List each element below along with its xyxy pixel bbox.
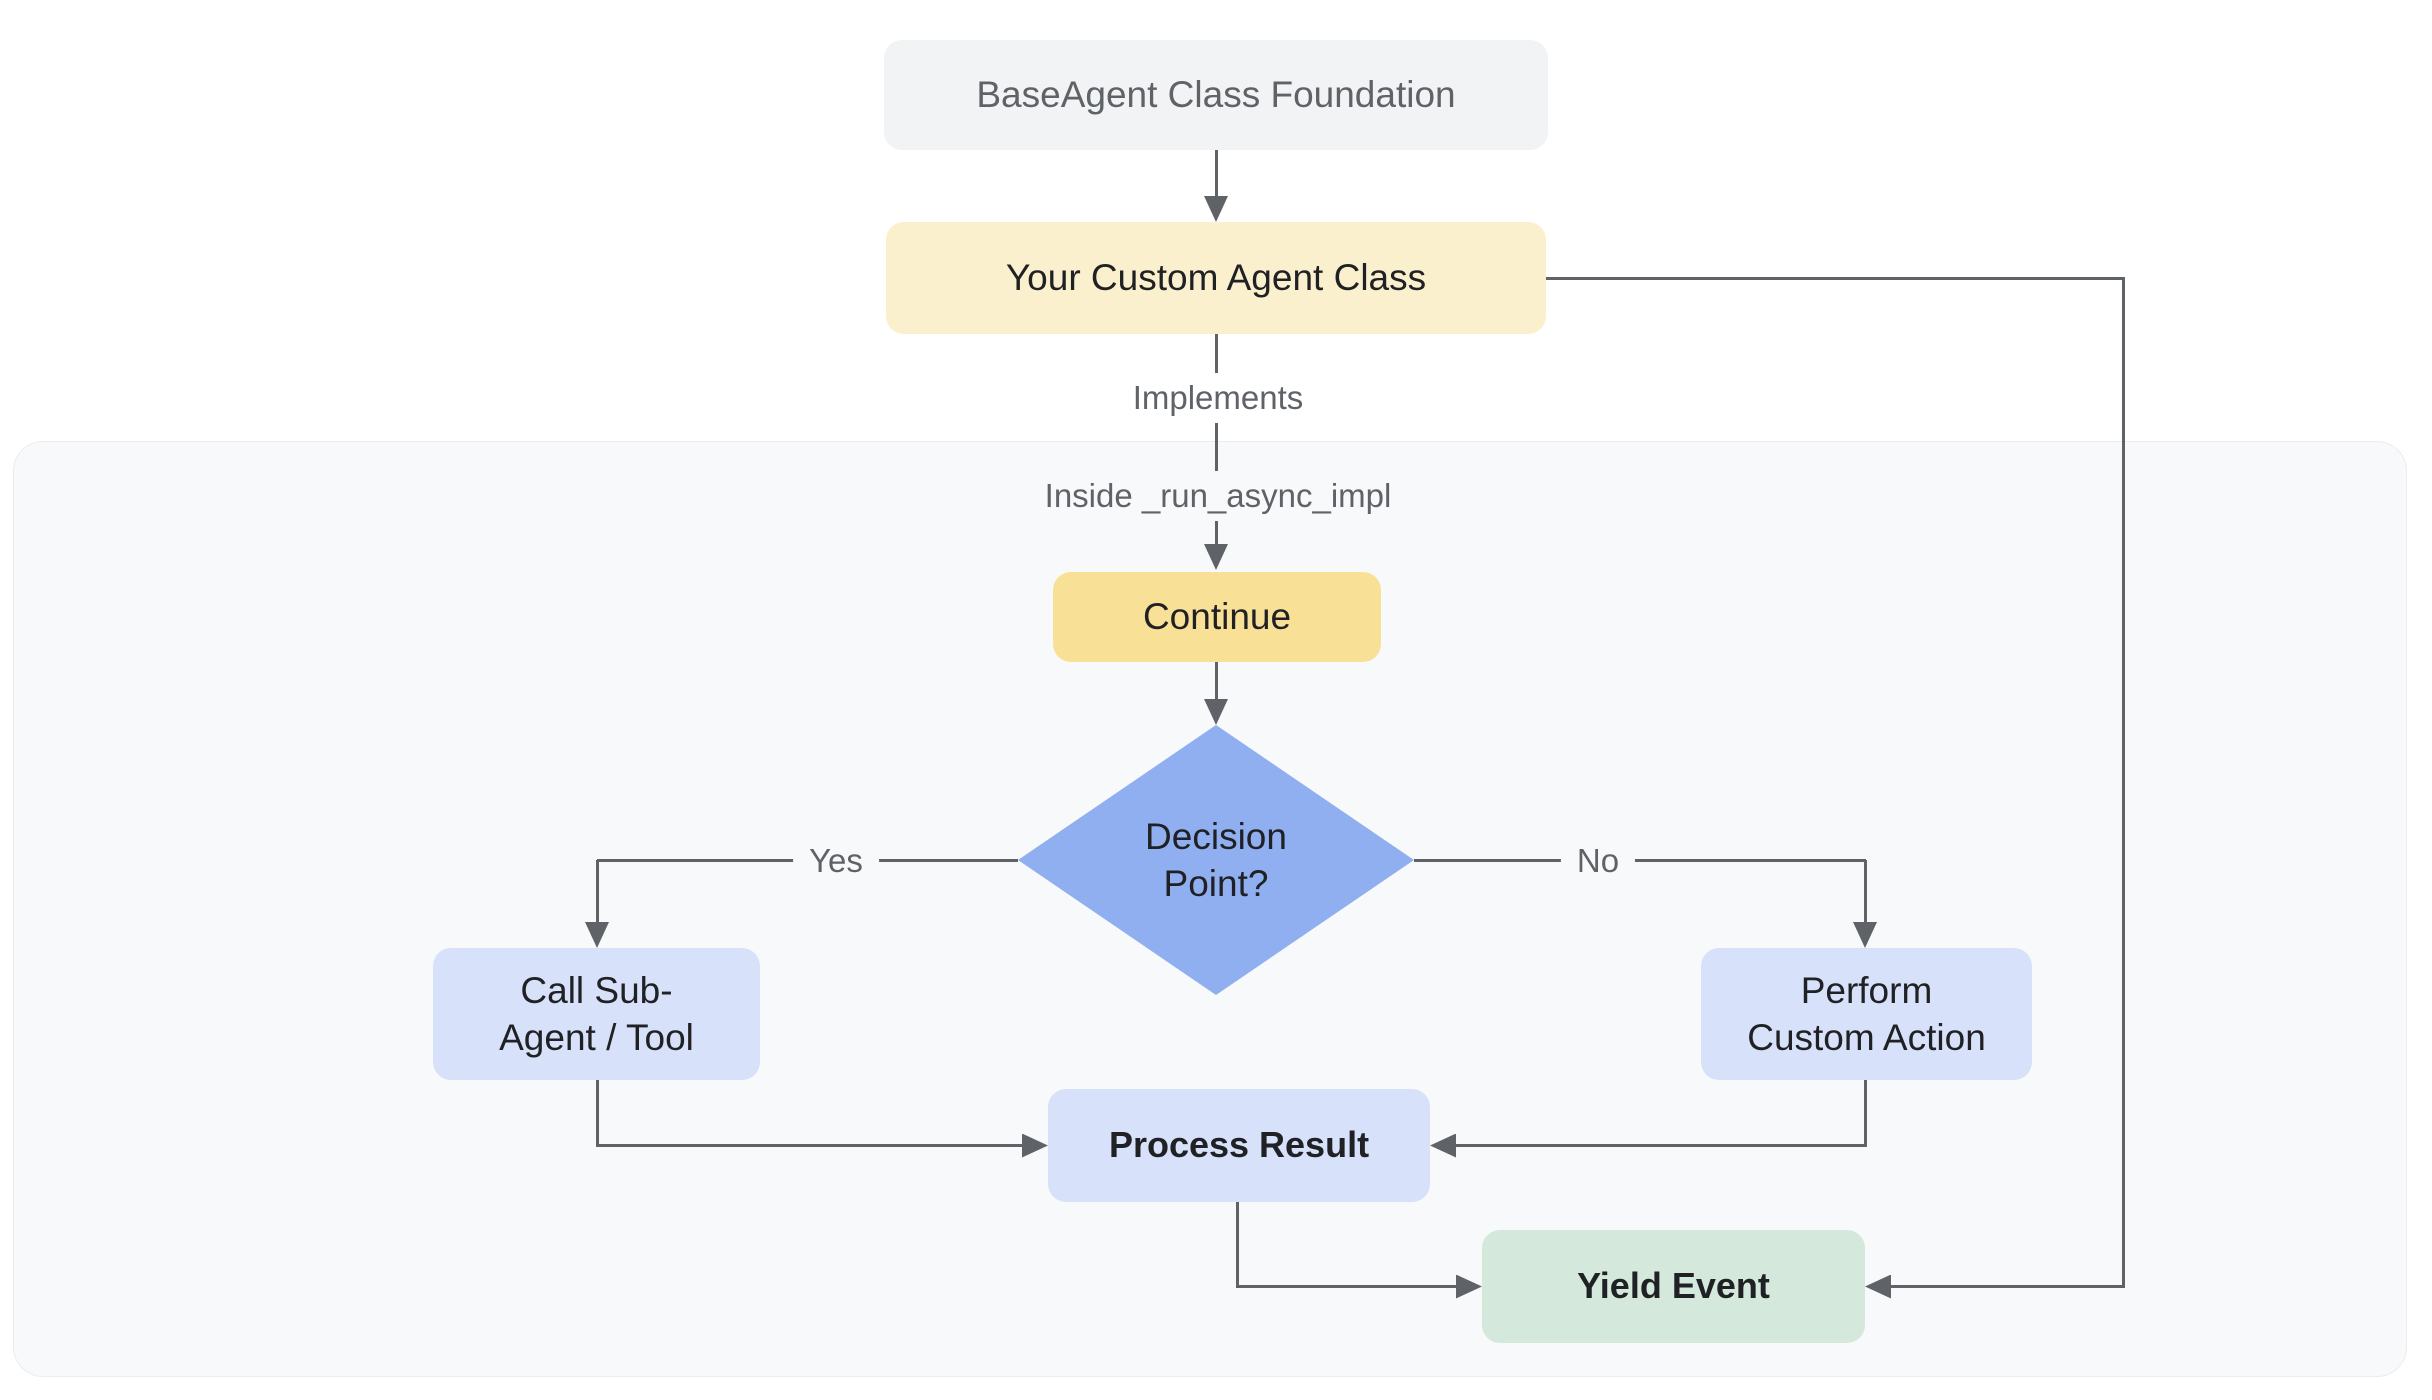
- node-process-result: Process Result: [1048, 1089, 1430, 1202]
- edge-label-yes: Yes: [793, 836, 879, 886]
- edge-custom-to-yield-bottom: [1889, 1284, 2122, 1288]
- edge-custom-to-yield-top: [1546, 276, 2124, 280]
- edge-continue-to-decision: [1214, 662, 1218, 702]
- node-base-agent-foundation: BaseAgent Class Foundation: [884, 40, 1548, 150]
- edge-base-to-custom: [1214, 150, 1218, 198]
- node-continue: Continue: [1053, 572, 1381, 662]
- arrowhead-into-custom: [1204, 196, 1228, 222]
- edge-no-vertical: [1863, 860, 1867, 924]
- subgraph-title-label: Inside _run_async_impl: [1028, 471, 1408, 521]
- edge-no-horizontal: [1414, 858, 1866, 862]
- node-call-sub-agent-tool: Call Sub- Agent / Tool: [433, 948, 760, 1080]
- node-perform-custom-action: Perform Custom Action: [1701, 948, 2032, 1080]
- edge-process-to-yield-vertical: [1235, 1202, 1239, 1288]
- edge-process-to-yield-horizontal: [1235, 1284, 1458, 1288]
- edge-perform-to-process-horizontal: [1454, 1144, 1867, 1147]
- edge-perform-to-process-vertical: [1863, 1080, 1867, 1147]
- node-yield-event: Yield Event: [1482, 1230, 1865, 1343]
- edge-call-to-process-horizontal: [595, 1144, 1024, 1147]
- node-your-custom-agent-class: Your Custom Agent Class: [886, 222, 1546, 334]
- edge-yes-vertical: [595, 860, 599, 924]
- edge-label-no: No: [1560, 836, 1636, 886]
- edge-call-to-process-vertical: [595, 1080, 599, 1147]
- edge-custom-to-yield-vertical: [2121, 276, 2125, 1288]
- edge-label-implements: Implements: [1116, 373, 1320, 423]
- edge-custom-to-continue: [1214, 334, 1218, 546]
